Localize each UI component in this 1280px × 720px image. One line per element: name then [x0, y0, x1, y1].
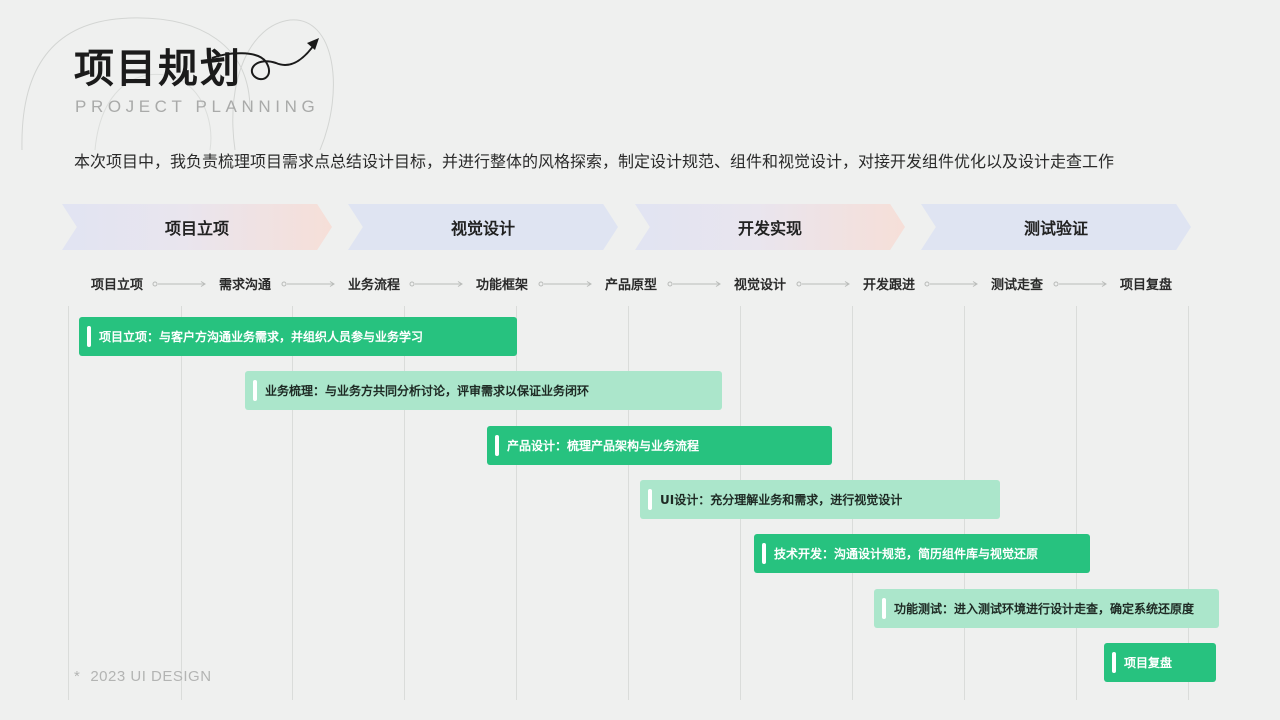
task-bar-business-review: 业务梳理：与业务方共同分析讨论，评审需求以保证业务闭环: [245, 371, 722, 410]
page-subtitle: PROJECT PLANNING: [75, 97, 320, 116]
task-bar-tech-development: 技术开发：沟通设计规范，简历组件库与视觉还原: [754, 534, 1090, 573]
task-bar-ui-design: UI设计：充分理解业务和需求，进行视觉设计: [640, 480, 1000, 519]
phase-chevron-testing: 测试验证: [921, 204, 1191, 250]
grid-column-line: [516, 306, 517, 700]
task-bar-project-initiation: 项目立项：与客户方沟通业务需求，并组织人员参与业务学习: [79, 317, 517, 356]
step-connector-arrow: [796, 281, 850, 287]
step-label: 功能框架: [475, 278, 528, 293]
step-label: 视觉设计: [733, 278, 786, 293]
page-title: 项目规划: [74, 46, 242, 92]
phase-label: 项目立项: [164, 219, 229, 238]
step-connector-arrow: [538, 281, 592, 287]
decorative-curves: [21, 17, 334, 150]
phase-label: 开发实现: [737, 219, 802, 238]
step-label: 需求沟通: [218, 278, 271, 293]
grid-column-line: [628, 306, 629, 700]
phase-chevron-development: 开发实现: [635, 204, 905, 250]
grid-column-line: [404, 306, 405, 700]
step-label: 产品原型: [604, 278, 657, 293]
task-bar-product-design: 产品设计：梳理产品架构与业务流程: [487, 426, 832, 465]
step-label: 项目复盘: [1119, 278, 1172, 293]
footer-text: 2023 UI DESIGN: [90, 668, 212, 685]
phase-chevron-initiation: 项目立项: [62, 204, 332, 250]
phase-chevron-visual-design: 视觉设计: [348, 204, 618, 250]
page-description: 本次项目中，我负责梳理项目需求点总结设计目标，并进行整体的风格探索，制定设计规范…: [74, 152, 1115, 171]
grid-column-line: [1076, 306, 1077, 700]
step-label: 项目立项: [90, 278, 143, 293]
step-label: 测试走查: [990, 278, 1043, 293]
phase-label: 测试验证: [1023, 219, 1088, 238]
step-connector-arrow: [409, 281, 463, 287]
footer-caption: * 2023 UI DESIGN: [74, 668, 212, 685]
step-connector-arrow: [924, 281, 978, 287]
step-connector-arrow: [281, 281, 335, 287]
step-connector-arrow: [667, 281, 721, 287]
task-bar-project-review: 项目复盘: [1104, 643, 1216, 682]
task-bar-function-testing: 功能测试：进入测试环境进行设计走查，确定系统还原度: [874, 589, 1219, 628]
phase-label: 视觉设计: [450, 219, 515, 238]
step-label: 业务流程: [347, 278, 400, 293]
grid-column-line: [1188, 306, 1189, 700]
grid-column-line: [292, 306, 293, 700]
step-label: 开发跟进: [862, 278, 915, 293]
arrow-swirl-icon: [211, 38, 319, 81]
step-connector-arrow: [152, 281, 206, 287]
star-icon: *: [74, 668, 81, 685]
grid-column-line: [68, 306, 69, 700]
grid-column-line: [181, 306, 182, 700]
step-connector-arrow: [1053, 281, 1107, 287]
